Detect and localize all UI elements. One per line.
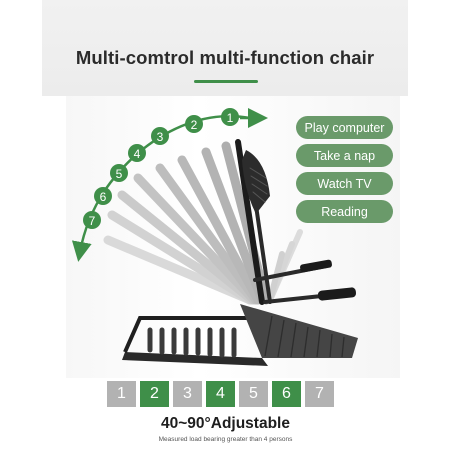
arc-number-7: 7 — [83, 211, 101, 229]
ghost-backrests — [103, 141, 303, 305]
chair-base — [122, 304, 358, 366]
arc-number-3: 3 — [151, 127, 169, 145]
arc-number-6: 6 — [94, 187, 112, 205]
chair-armrests — [253, 259, 357, 304]
svg-text:5: 5 — [116, 167, 123, 181]
arc-number-1: 1 — [221, 108, 239, 126]
banner-title: Multi-comtrol multi-function chair — [75, 47, 375, 68]
step-6: 6 — [272, 381, 301, 407]
arc-number-5: 5 — [110, 164, 128, 182]
step-2: 2 — [140, 381, 169, 407]
svg-text:4: 4 — [134, 147, 141, 161]
adjustable-angle-label: 40~90°Adjustable — [161, 415, 290, 432]
svg-text:6: 6 — [100, 190, 107, 204]
mode-pill-take-a-nap: Take a nap — [296, 144, 393, 167]
step-5: 5 — [239, 381, 268, 407]
svg-text:2: 2 — [191, 118, 198, 132]
position-steps: 1 2 3 4 5 6 7 — [107, 381, 334, 407]
svg-text:3: 3 — [157, 130, 164, 144]
mode-pill-watch-tv: Watch TV — [296, 172, 393, 195]
title-underline — [194, 80, 258, 83]
svg-text:7: 7 — [89, 214, 96, 228]
step-3: 3 — [173, 381, 202, 407]
svg-text:1: 1 — [227, 111, 234, 125]
step-4: 4 — [206, 381, 235, 407]
mode-pill-play-computer: Play computer — [296, 116, 393, 139]
step-1: 1 — [107, 381, 136, 407]
chair-backrest — [235, 139, 272, 305]
arc-number-2: 2 — [185, 115, 203, 133]
load-bearing-footnote: Measured load bearing greater than 4 per… — [158, 436, 293, 443]
arc-number-circles: 1 2 3 4 5 6 7 — [83, 108, 239, 229]
step-7: 7 — [305, 381, 334, 407]
mode-pill-reading: Reading — [296, 200, 393, 223]
arc-number-4: 4 — [128, 144, 146, 162]
